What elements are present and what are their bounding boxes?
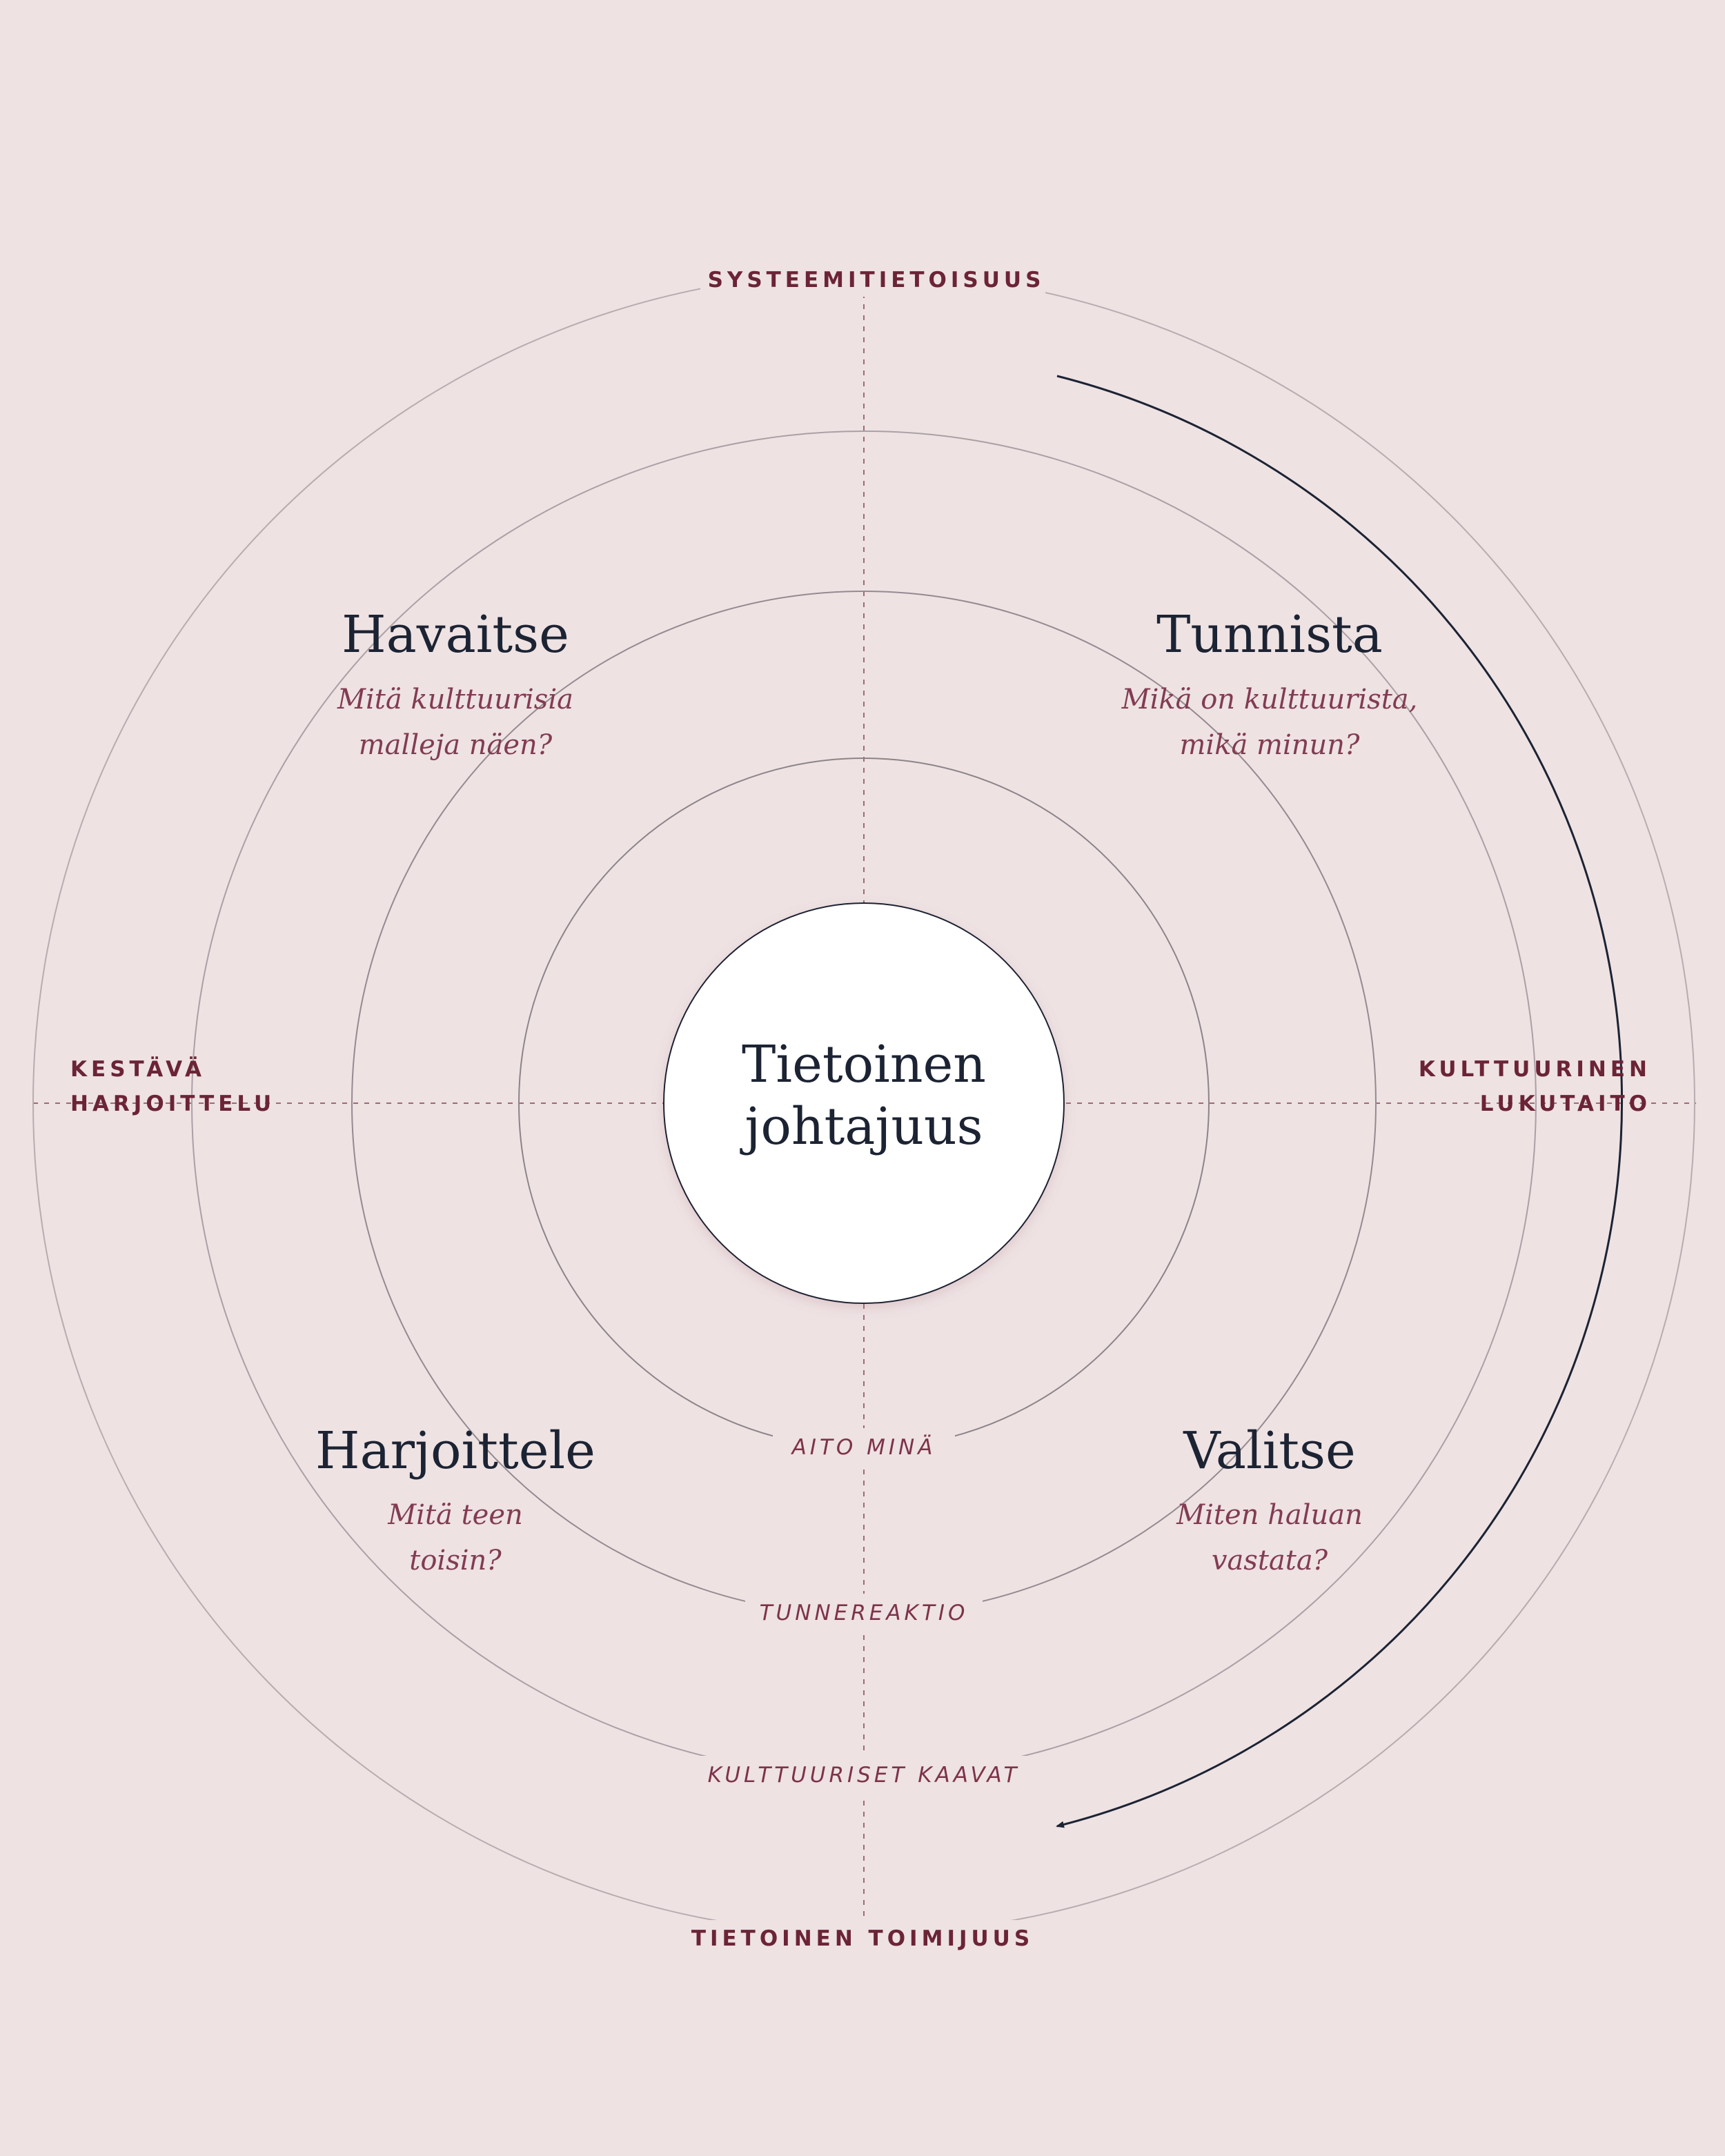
quadrant-question-valitse-line2: vastata? — [1212, 1545, 1328, 1576]
quadrant-question-havaitse-line1: Mitä kulttuurisia — [337, 684, 573, 715]
top-axis-label-bg — [700, 261, 1045, 297]
ring-label-tunnereaktio: TUNNEREAKTIO — [760, 1601, 969, 1625]
axis-label-right-line1: KULTTUURINEN — [1419, 1057, 1651, 1082]
quadrant-title-tunnista: Tunnista — [1156, 605, 1383, 664]
quadrant-question-harjoittele-line2: toisin? — [409, 1545, 502, 1576]
ring-label-aito-mina: AITO MINÄ — [791, 1435, 936, 1460]
quadrant-title-harjoittele: Harjoittele — [315, 1421, 595, 1481]
quadrant-title-valitse: Valitse — [1183, 1421, 1356, 1481]
ring-label-kulttuuriset-kaavat: KULTTUURISET KAAVAT — [708, 1763, 1021, 1788]
quadrant-title-havaitse: Havaitse — [342, 605, 569, 664]
ring2-label-bg — [745, 1594, 983, 1632]
cycle-arrow — [1056, 375, 1623, 1828]
quadrant-question-havaitse-line2: malleja näen? — [359, 729, 553, 761]
quadrant-question-tunnista-line2: mikä minun? — [1180, 729, 1361, 761]
axis-label-bottom: TIETOINEN TOIMIJUUS — [691, 1926, 1034, 1951]
axis-label-top: SYSTEEMITIETOISUUS — [708, 268, 1045, 293]
axis-label-right-line2: LUKUTAITO — [1480, 1091, 1651, 1116]
axis-label-left-line2: HARJOITTELU — [70, 1091, 275, 1116]
quadrant-question-tunnista-line1: Mikä on kulttuurista, — [1121, 684, 1418, 715]
quadrant-question-valitse-line1: Miten haluan — [1176, 1499, 1363, 1531]
center-title-line2: johtajuus — [739, 1097, 983, 1156]
center-title-line1: Tietoinen — [742, 1035, 986, 1094]
bottom-axis-label-bg — [680, 1920, 1049, 1956]
quadrant-question-harjoittele-line1: Mitä teen — [387, 1499, 523, 1531]
axis-label-left-line1: KESTÄVÄ — [70, 1057, 206, 1082]
center-circle — [663, 902, 1065, 1304]
ring3-label-bg — [697, 1756, 1031, 1794]
ring1-label-bg — [773, 1428, 955, 1467]
